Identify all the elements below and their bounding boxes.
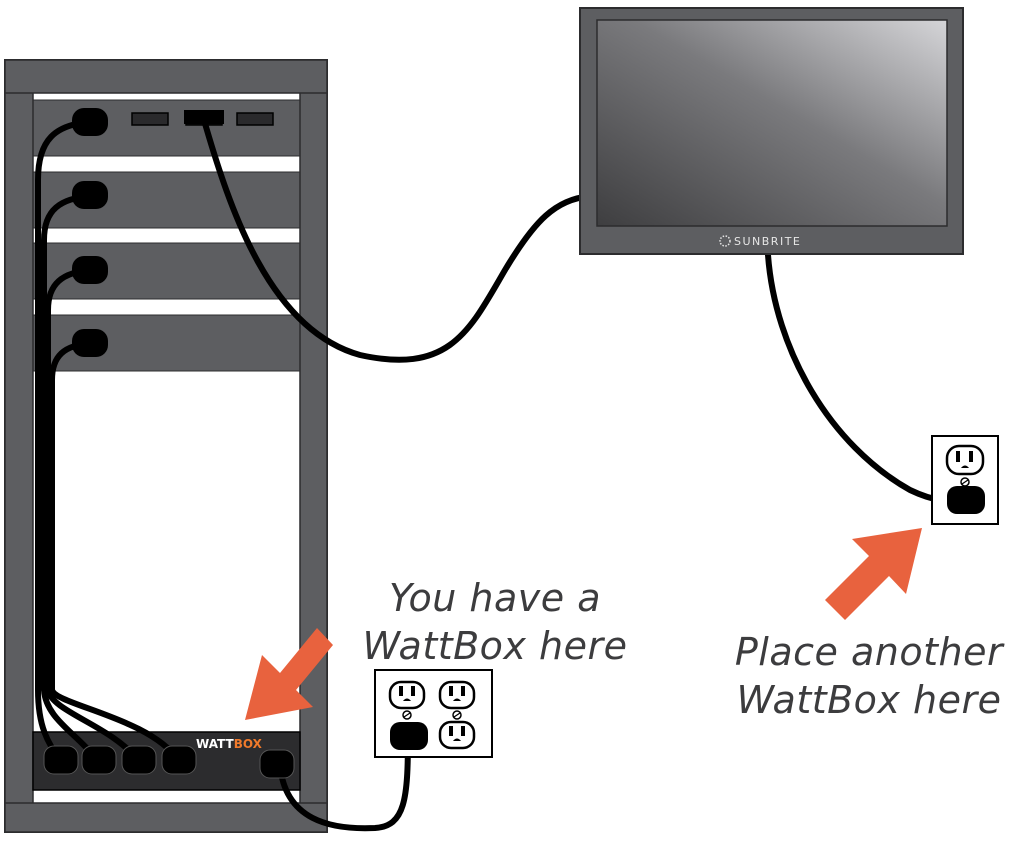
caption-line: You have a [388,576,602,620]
wattbox-power-cable [277,732,411,832]
equipment-rack [4,59,328,833]
caption-line: WattBox here [736,678,1002,722]
power-cable-1 [35,119,95,763]
sunbrite-logo: SUNBRITE [719,235,801,248]
hdmi-cable [201,117,593,363]
arrow-icon [245,528,922,720]
wall-outlet-icon [931,435,999,525]
caption-new-wattbox: Place another WattBox here [725,628,1012,724]
power-cable-2 [41,193,99,763]
caption-line: WattBox here [362,624,628,668]
power-cable-3 [45,267,141,763]
caption-current-wattbox: You have a WattBox here [350,574,640,670]
cables [35,117,971,832]
power-cable-4 [49,340,181,763]
wattbox-logo: WATTBOX [196,737,263,751]
caption-line: Place another [734,630,1004,674]
wall-outlet-icon [374,669,493,758]
sunbrite-tv: SUNBRITE [579,7,964,255]
svg-text:SUNBRITE: SUNBRITE [734,235,801,248]
power-plug-icon [43,108,295,779]
